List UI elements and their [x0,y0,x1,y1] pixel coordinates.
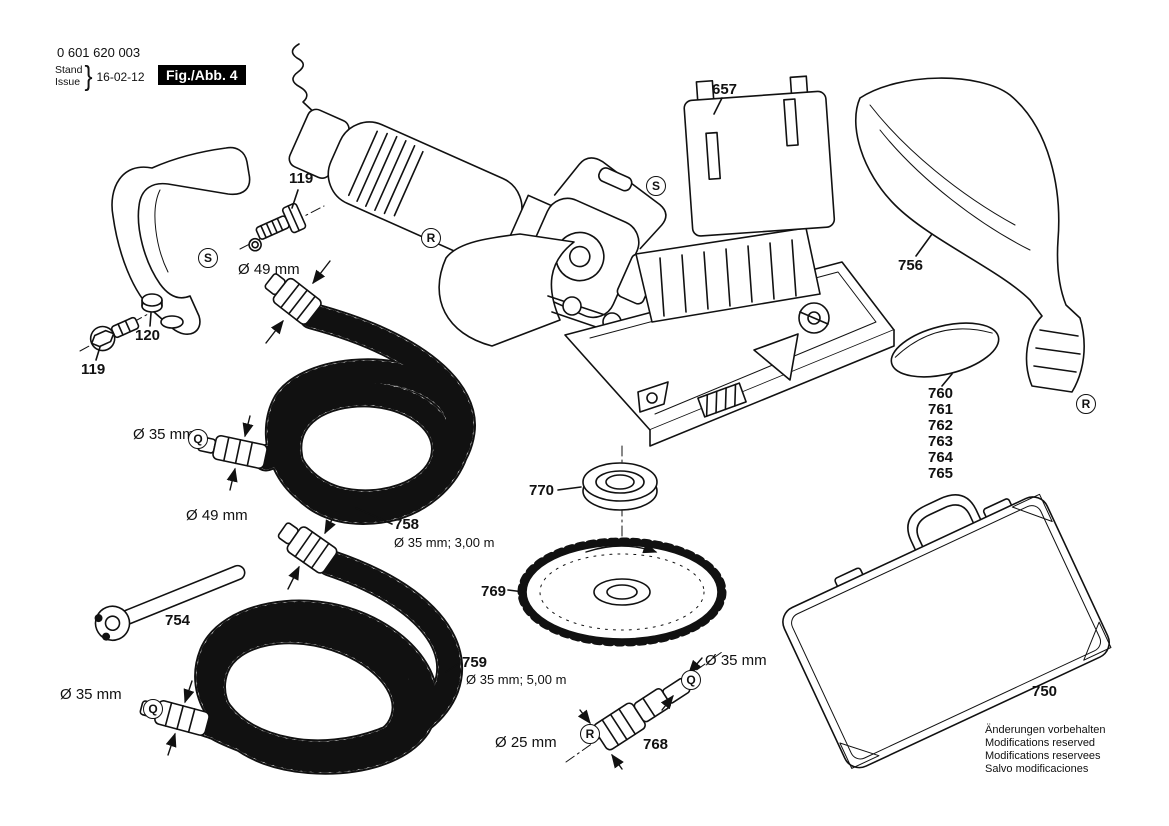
dust-bag-drawing [854,77,1085,393]
power-cord-drawing [291,43,319,117]
marker-s-clamp: S [198,248,218,268]
marker-q-hose759: Q [143,699,163,719]
screw-119-left-drawing [89,316,140,352]
modifications-notice: Änderungen vorbehalten Modifications res… [985,724,1105,776]
callout-759: 759 [462,654,488,671]
dimension-35mm-bottom-left: Ø 35 mm [60,686,122,703]
callout-756: 756 [898,257,924,274]
wrench-754-drawing [94,564,246,642]
notice-line-fr: Modifications reservees [985,750,1101,762]
figure-label: Fig./Abb. 4 [158,65,246,85]
case-750-drawing [782,493,1112,769]
dimension-49mm-mid: Ø 49 mm [186,507,248,524]
callout-754: 754 [165,612,191,629]
callout-768: 768 [643,736,669,753]
callout-758: 758 [394,516,420,533]
hose-758-drawing [197,273,462,524]
callout-761: 761 [928,401,954,418]
callout-769: 769 [481,583,507,600]
dimension-35mm-right: Ø 35 mm [705,652,767,669]
issue-label: Issue [55,76,81,88]
callout-120: 120 [135,327,161,344]
callout-764: 764 [928,449,954,466]
dimension-35mm-left: Ø 35 mm [133,426,195,443]
callout-762: 762 [928,417,954,434]
issue-date: 16-02-12 [96,70,145,84]
blade-769-drawing [507,537,727,647]
callout-765: 765 [928,465,954,482]
hose-759-spec: Ø 35 mm; 5,00 m [466,672,567,687]
marker-r-bag: R [1076,394,1096,414]
callout-657: 657 [712,81,738,98]
document-part-number: 0 601 620 003 [57,45,141,60]
notice-line-en: Modifications reserved [985,737,1096,749]
stand-issue-block: Stand Issue } 16-02-12 [55,60,145,92]
stand-label: Stand [55,64,83,77]
callout-119-top: 119 [289,170,314,187]
callout-770: 770 [529,482,555,499]
hose-758-spec: Ø 35 mm; 3,00 m [394,535,495,550]
hose-759-drawing [139,522,458,761]
marker-q-hose758: Q [188,429,208,449]
marker-s-tool: S [646,176,666,196]
callout-760: 760 [928,385,954,402]
callout-763: 763 [928,433,954,450]
screw-119-top-drawing [248,202,307,252]
brace-glyph: } [84,60,93,92]
callout-119-left: 119 [81,361,106,378]
dimension-25mm: Ø 25 mm [495,734,557,751]
marker-r-tool: R [421,228,441,248]
nut-770-drawing [557,462,658,511]
marker-q-adapter: Q [681,670,701,690]
dimension-49mm-top: Ø 49 mm [238,261,300,278]
baseplate-drawing [438,227,895,447]
notice-line-es: Salvo modificaciones [985,763,1089,775]
notice-line-de: Änderungen vorbehalten [985,724,1106,736]
dimension-arrows [165,260,703,770]
callout-750: 750 [1032,683,1058,700]
plate-657-drawing [683,75,836,237]
clamp-drawing [111,146,251,335]
pad-760-drawing [890,322,1000,378]
adapter-768-drawing [593,677,691,751]
nut-120-drawing [141,293,163,313]
callout-group-760-765: 760 761 762 763 764 765 [928,386,953,482]
marker-r-adapter: R [580,724,600,744]
